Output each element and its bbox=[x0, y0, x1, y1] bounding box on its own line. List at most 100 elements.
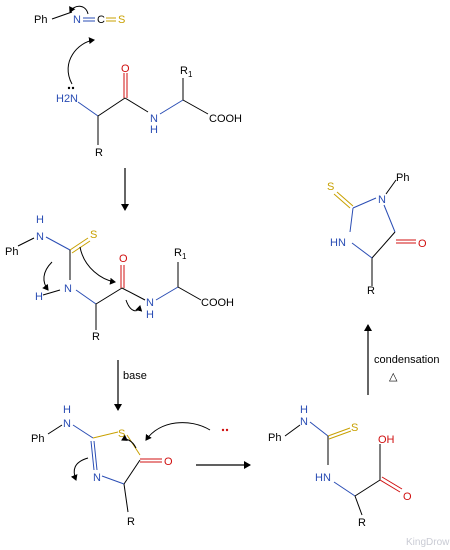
watermark-text: KingDrow bbox=[406, 537, 450, 548]
reagent-base-label: base bbox=[123, 370, 147, 382]
bond bbox=[309, 421, 329, 437]
atom-amide-nitrogen: N bbox=[146, 297, 154, 309]
curved-arrow bbox=[42, 261, 53, 291]
bond bbox=[51, 11, 73, 20]
bond bbox=[328, 430, 352, 440]
bond bbox=[17, 237, 35, 247]
structure-thiourea-intermediate: H N Ph S N H R O N H R1 COOH bbox=[5, 214, 234, 343]
curved-arrow bbox=[67, 37, 95, 85]
curved-arrow bbox=[70, 457, 89, 481]
atom-r-group: R bbox=[358, 517, 366, 529]
bond bbox=[93, 440, 98, 471]
atom-oxygen: O bbox=[164, 456, 173, 468]
bond bbox=[72, 424, 94, 439]
atom-amine: H2N bbox=[56, 93, 78, 105]
atom-hydrogen: H bbox=[36, 214, 44, 226]
structure-phenyl-isothiocyanate-and-peptide: Ph N C S H2N R O N H R1 COOH bbox=[34, 5, 242, 159]
lone-pair-dot bbox=[221, 428, 225, 432]
bond bbox=[123, 483, 129, 513]
curved-arrow bbox=[125, 299, 143, 312]
curved-arrow bbox=[69, 5, 89, 15]
bond bbox=[336, 191, 354, 207]
atom-r-group: R bbox=[367, 285, 375, 297]
bond bbox=[333, 481, 356, 497]
atom-phenyl: Ph bbox=[396, 172, 409, 184]
bond bbox=[92, 431, 119, 439]
atom-nitrogen: N bbox=[63, 418, 71, 430]
lone-pair-dot bbox=[71, 86, 75, 90]
heat-symbol: △ bbox=[389, 371, 398, 383]
atom-oxygen: O bbox=[121, 63, 130, 75]
atom-amide-hydrogen: H bbox=[146, 309, 154, 321]
structure-thiazolinone: H N Ph S O N R bbox=[31, 404, 211, 528]
atom-nitrogen: N bbox=[300, 416, 308, 428]
atom-amide-nitrogen: N bbox=[150, 113, 158, 125]
structure-thiocarbamoyl-amino-acid: Ph H N S HN R OH O bbox=[268, 404, 412, 529]
atom-oxygen: O bbox=[418, 238, 427, 250]
atom-phenyl: Ph bbox=[31, 433, 44, 445]
bond bbox=[354, 495, 363, 516]
atom-phenyl: Ph bbox=[5, 246, 18, 258]
bond bbox=[95, 287, 123, 305]
bond bbox=[379, 479, 401, 493]
bond bbox=[121, 287, 146, 301]
bond bbox=[126, 434, 141, 456]
bond bbox=[383, 204, 396, 233]
bond bbox=[47, 424, 63, 435]
atom-phenyl: Ph bbox=[268, 432, 281, 444]
bond bbox=[385, 179, 397, 195]
atom-nitrogen: N bbox=[378, 194, 386, 206]
atom-r1-group: R1 bbox=[180, 65, 193, 79]
atom-hydrogen: H bbox=[63, 404, 71, 416]
bond bbox=[327, 427, 351, 437]
bond bbox=[333, 193, 351, 209]
atom-nitrogen: N bbox=[73, 14, 81, 26]
bond bbox=[182, 99, 209, 115]
bond bbox=[71, 240, 91, 254]
bond bbox=[75, 289, 97, 305]
atom-sulfur: S bbox=[327, 181, 334, 193]
reagent-water bbox=[221, 428, 229, 432]
structure-thiohydantoin: S N Ph O R HN bbox=[327, 172, 427, 297]
bond bbox=[45, 236, 71, 251]
atom-carboxyl: COOH bbox=[209, 113, 242, 125]
bond bbox=[371, 231, 396, 259]
atom-amine: HN bbox=[315, 472, 331, 484]
atom-r-group: R bbox=[92, 331, 100, 343]
atom-sulfur: S bbox=[118, 14, 125, 26]
atom-amine: HN bbox=[330, 237, 346, 249]
atom-hydroxyl: OH bbox=[378, 434, 395, 446]
bond bbox=[351, 242, 373, 259]
atom-ring-nitrogen: N bbox=[93, 472, 101, 484]
atom-sulfur: S bbox=[351, 422, 358, 434]
lone-pair-dot bbox=[225, 428, 229, 432]
bond bbox=[42, 289, 61, 296]
curved-arrow bbox=[121, 434, 137, 449]
bond bbox=[177, 286, 202, 301]
atom-nitrogen: N bbox=[64, 283, 72, 295]
bond bbox=[284, 424, 301, 437]
atom-oxygen: O bbox=[119, 253, 128, 265]
atom-sulfur: S bbox=[90, 229, 97, 241]
condensation-label: condensation bbox=[374, 354, 439, 366]
bond bbox=[90, 440, 95, 471]
bond bbox=[97, 97, 126, 117]
atom-nitrogen: N bbox=[36, 231, 44, 243]
atom-r1-group: R1 bbox=[174, 247, 187, 261]
atom-r-group: R bbox=[127, 516, 135, 528]
bond bbox=[349, 207, 354, 233]
curved-arrow bbox=[145, 422, 211, 441]
bond bbox=[123, 459, 141, 485]
bond bbox=[155, 286, 179, 301]
atom-hydrogen: H bbox=[300, 404, 308, 416]
bond bbox=[77, 101, 99, 117]
atom-carboxyl: COOH bbox=[201, 297, 234, 309]
atom-carbon: C bbox=[97, 14, 105, 26]
atom-phenyl: Ph bbox=[34, 14, 47, 26]
atom-hydrogen: H bbox=[35, 291, 43, 303]
bond bbox=[124, 97, 149, 113]
bond bbox=[354, 479, 381, 497]
bond bbox=[69, 237, 89, 251]
atom-oxygen: O bbox=[403, 491, 412, 503]
lone-pair-dot bbox=[67, 86, 71, 90]
